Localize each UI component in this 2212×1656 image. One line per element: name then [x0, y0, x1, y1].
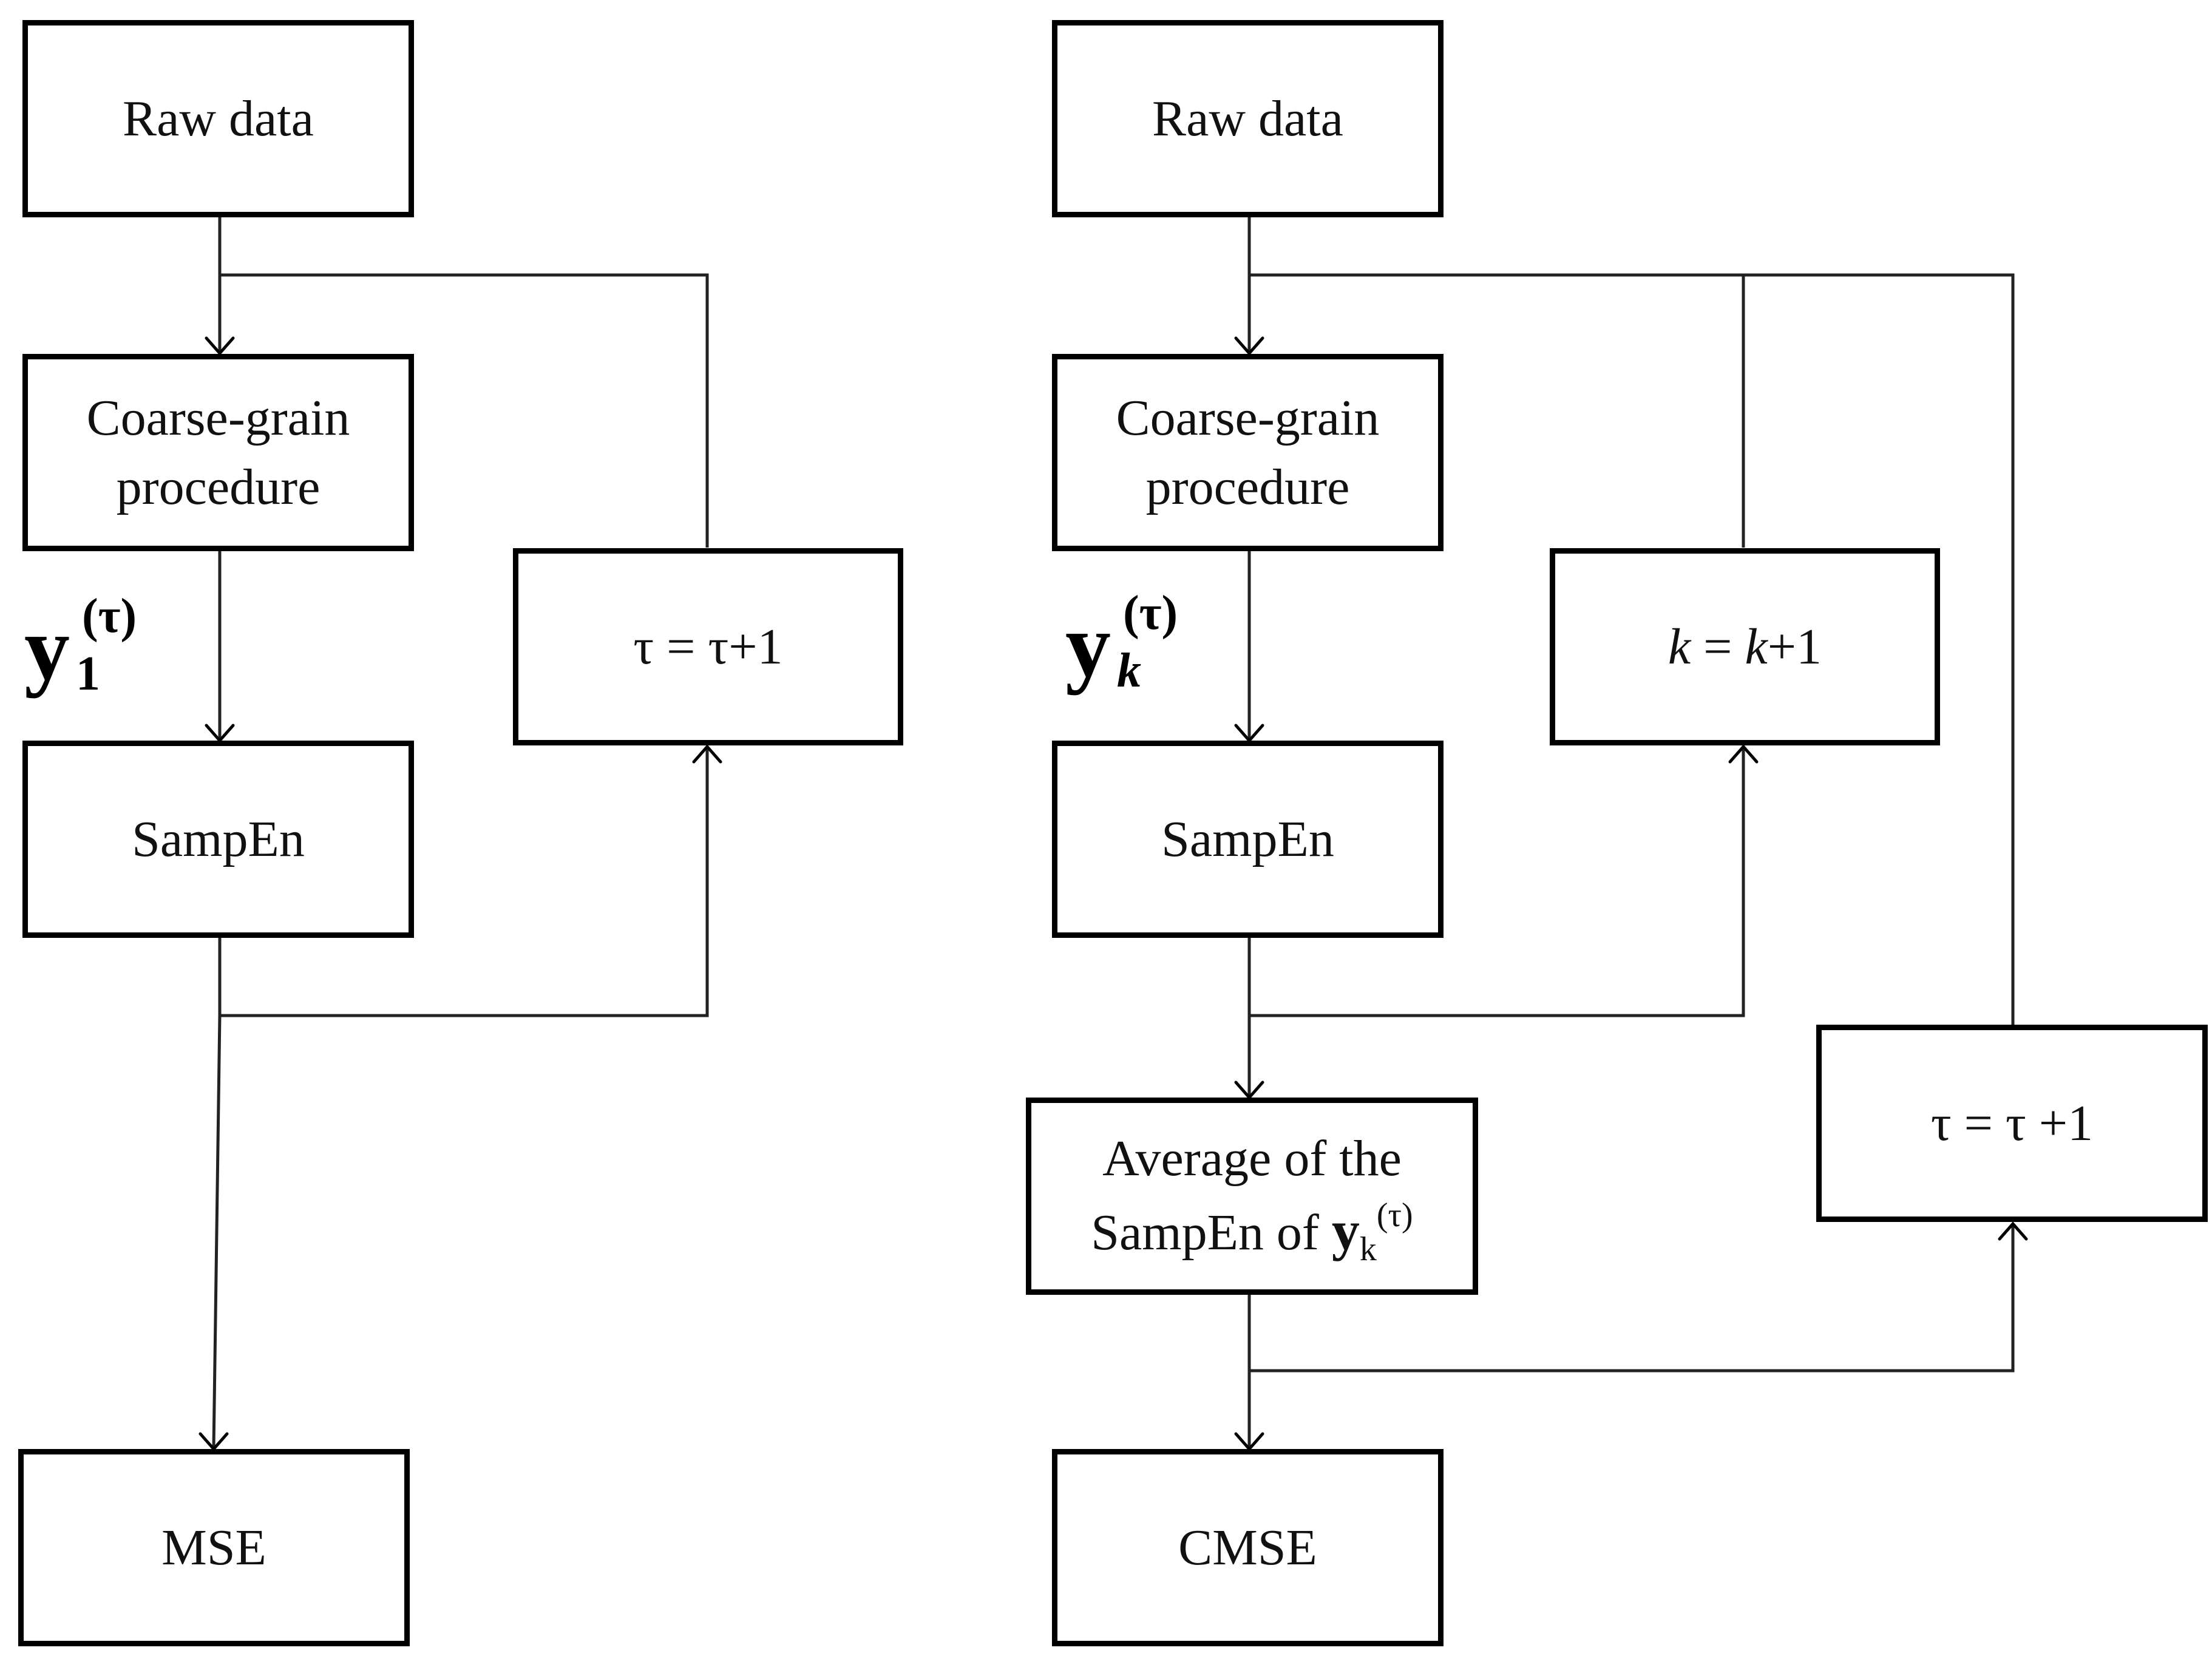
yk-tau-label: y (τ) k: [1065, 589, 1205, 698]
tau-increment-label-right: τ = τ +1: [1930, 1094, 2094, 1152]
raw-data-box-left: Raw data: [22, 20, 414, 217]
coarse-grain-line2-left: procedure: [116, 458, 321, 515]
tau-increment-box-left: τ = τ+1: [513, 548, 903, 745]
raw-data-label-right: Raw data: [1152, 90, 1343, 147]
average-sampen-box: Average of the SampEn of yk(τ): [1026, 1098, 1478, 1295]
average-line2-y: y: [1331, 1200, 1360, 1262]
coarse-grain-line1-right: Coarse-grain: [1116, 390, 1380, 447]
k-increment-box: k = k+1: [1550, 548, 1940, 745]
k-lhs: k: [1667, 618, 1691, 675]
y1-subscript: 1: [76, 647, 100, 701]
coarse-grain-box-right: Coarse-grain procedure: [1052, 354, 1444, 551]
outer-loop-line-right: [1249, 273, 2015, 1026]
sampen-label-left: SampEn: [132, 810, 305, 867]
coarse-grain-line2-right: procedure: [1145, 458, 1350, 515]
arrow-sampen-to-mse: [212, 1015, 222, 1448]
arrowhead-left-3: [692, 744, 722, 764]
tau-increment-label-left: τ = τ+1: [633, 618, 783, 675]
inner-loop-line-right-bottom: [1247, 748, 1745, 1017]
sampen-box-left: SampEn: [22, 741, 414, 938]
arrowhead-right-3: [1728, 744, 1759, 764]
coarse-grain-box-left: Coarse-grain procedure: [22, 354, 414, 551]
tau-increment-box-right: τ = τ +1: [1816, 1025, 2208, 1222]
y1-tau-label: y (τ) 1: [24, 592, 164, 701]
k-rhs-inc: +1: [1767, 618, 1822, 675]
y1-superscript: (τ): [82, 589, 137, 643]
average-line2: SampEn of yk(τ): [1091, 1193, 1413, 1268]
arrowhead-left-1: [205, 336, 235, 356]
sampen-label-right: SampEn: [1161, 810, 1334, 867]
raw-data-label-left: Raw data: [123, 90, 314, 147]
loop-line-left-bottom: [218, 748, 709, 1017]
coarse-grain-line1-left: Coarse-grain: [86, 390, 350, 447]
average-line2-sub: k: [1359, 1230, 1377, 1269]
k-increment-label: k = k+1: [1668, 613, 1822, 681]
yk-subscript: k: [1117, 644, 1141, 697]
yk-superscript: (τ): [1123, 586, 1178, 640]
cmse-label: CMSE: [1178, 1519, 1317, 1576]
mse-label: MSE: [161, 1519, 266, 1576]
k-equals: =: [1691, 618, 1745, 675]
loop-line-left-top: [220, 273, 709, 548]
cmse-box: CMSE: [1052, 1449, 1444, 1646]
average-line2-text: SampEn of: [1091, 1204, 1332, 1261]
yk-base: y: [1065, 595, 1111, 696]
raw-data-box-right: Raw data: [1052, 20, 1444, 217]
arrowhead-right-1: [1234, 336, 1264, 356]
average-line1: Average of the: [1102, 1130, 1402, 1187]
y1-base: y: [24, 598, 70, 699]
k-rhs-var: k: [1745, 618, 1768, 675]
outer-loop-line-right-bottom: [1247, 1225, 2015, 1373]
sampen-box-right: SampEn: [1052, 741, 1444, 938]
arrowhead-right-5: [1998, 1221, 2028, 1241]
mse-box: MSE: [18, 1449, 410, 1646]
average-line2-sup: (τ): [1376, 1196, 1413, 1235]
